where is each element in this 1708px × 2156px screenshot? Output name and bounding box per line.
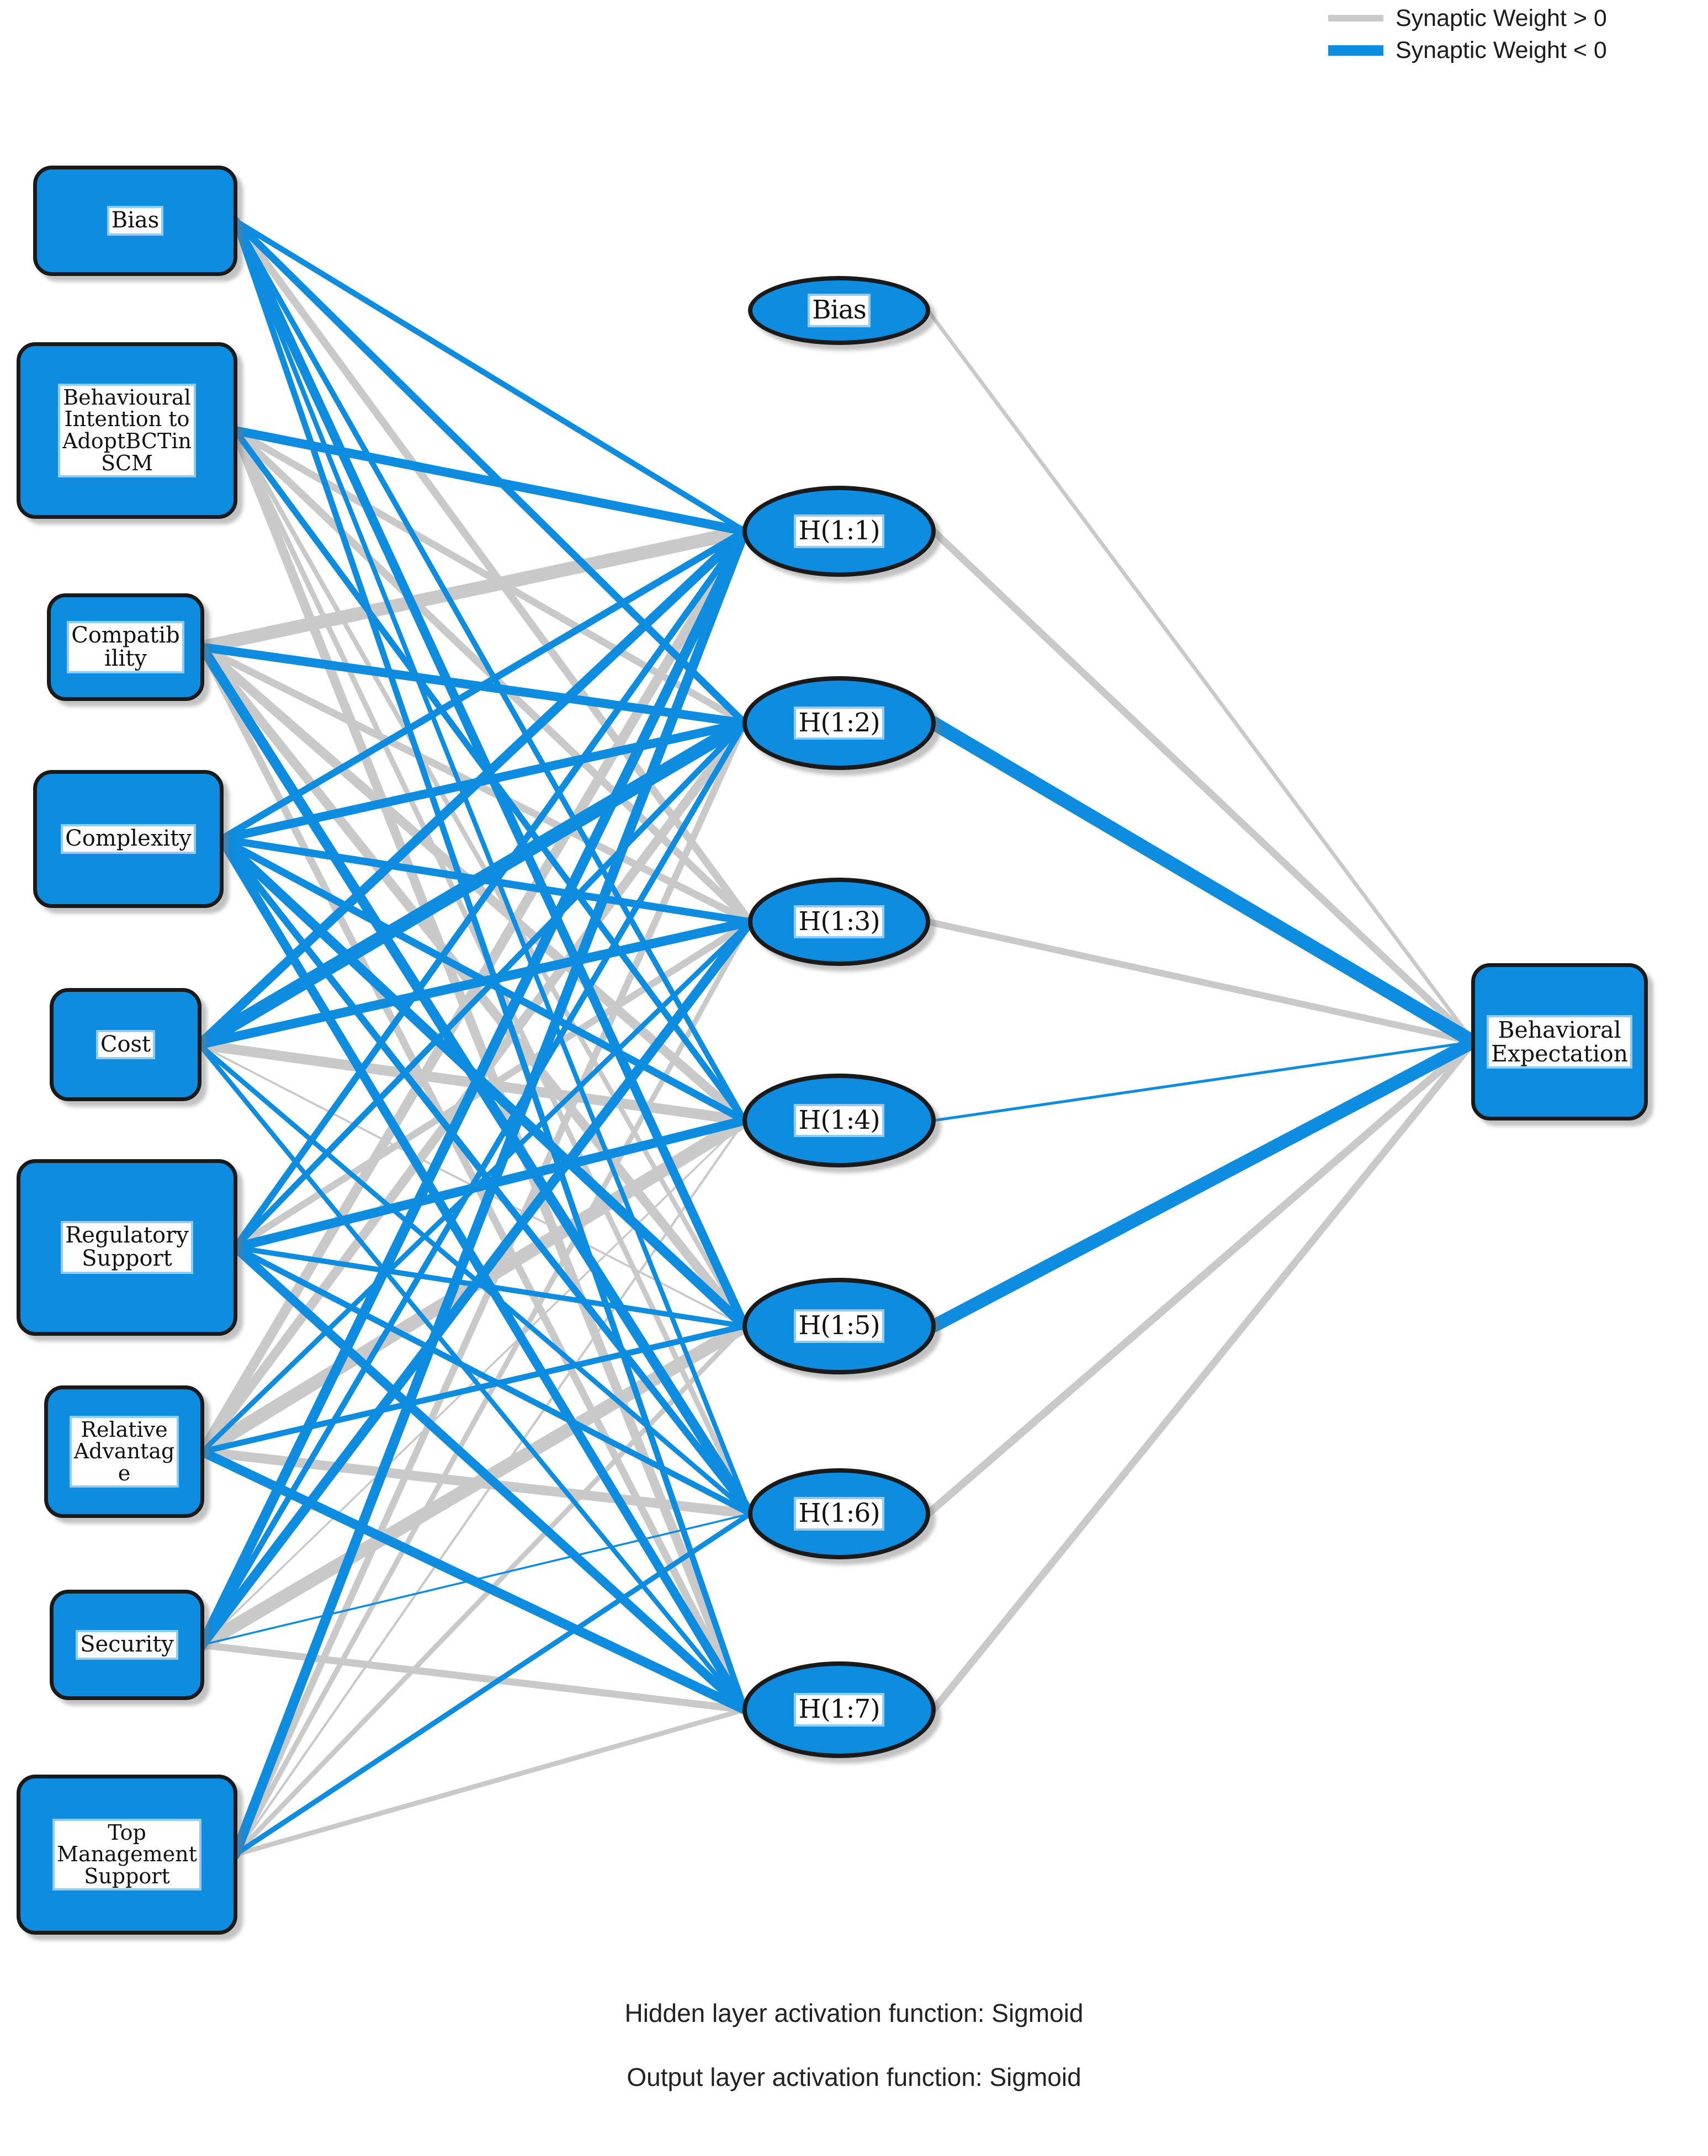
hidden-node-h4[interactable]: H(1:4) [742,1074,936,1167]
synapse-edge [930,528,1477,1045]
node-label: H(1:2) [796,708,882,738]
synapse-edge [232,218,747,1123]
synapse-edge [197,526,750,1650]
node-label: Cost [98,1032,153,1058]
node-label: H(1:6) [796,1499,882,1528]
synapse-edge [932,1040,1475,1122]
synapse-edge [926,716,1481,1049]
legend-item-negative: Synaptic Weight < 0 [1328,34,1704,66]
node-label: H(1:1) [796,517,882,546]
hidden-node-h6[interactable]: H(1:6) [748,1468,930,1559]
synapse-edge [216,834,750,1331]
activation-function-notes: Hidden layer activation function: Sigmoi… [0,1998,1708,2126]
hidden-node-h1[interactable]: H(1:1) [742,486,936,577]
hidden-activation-note: Hidden layer activation function: Sigmoi… [624,1999,1084,2027]
synapse-edge [194,917,755,1049]
legend-item-positive: Synaptic Weight > 0 [1328,2,1704,34]
synapse-edge [925,918,1477,1045]
synapse-edge [924,1038,1477,1518]
synapse-edge [194,527,750,1049]
synapse-edge [232,528,748,1251]
synapse-edge [231,217,749,727]
node-label: Bias [810,296,868,325]
synapse-edge [199,1323,748,1455]
legend-label-negative: Synaptic Weight < 0 [1396,36,1607,63]
synapse-edge [232,720,748,1251]
synapse-edge [230,426,750,536]
hidden-node-h2[interactable]: H(1:2) [742,676,936,770]
synapse-edge [197,1042,747,1712]
node-label: H(1:3) [796,907,882,937]
input-node-in-bias[interactable]: Bias [33,166,237,276]
synapse-edge [232,1245,747,1329]
synapse-edge [232,1707,747,1857]
legend-label-positive: Synaptic Weight > 0 [1396,4,1607,31]
synapse-edge [232,217,748,534]
synapse-edge [198,1641,749,1713]
synapse-edge [230,526,750,1860]
node-label: H(1:7) [796,1695,882,1724]
input-node-in-security[interactable]: Security [50,1590,204,1700]
hidden-node-h-bias[interactable]: Bias [748,276,930,345]
synapse-edge [195,524,752,654]
synapse-edge [201,1512,751,1646]
input-node-in-complexity[interactable]: Complexity [33,770,224,908]
legend-swatch-negative [1328,45,1383,56]
hidden-node-h5[interactable]: H(1:5) [742,1278,936,1374]
synapse-edge [199,919,753,1454]
synapse-edge [927,1035,1480,1333]
node-label: H(1:5) [796,1311,882,1341]
synapse-edge [197,917,755,1650]
node-label: Bias [109,208,162,233]
synapse-edge [926,309,1476,1044]
output-activation-note: Output layer activation function: Sigmoi… [627,2063,1081,2091]
hidden-node-h7[interactable]: H(1:7) [742,1661,936,1758]
synapse-edge [232,217,748,1713]
input-node-in-cost[interactable]: Cost [50,988,201,1101]
node-label: H(1:4) [796,1106,882,1135]
synapse-edge [199,720,748,1648]
node-label: Security [78,1632,176,1658]
legend: Synaptic Weight > 0 Synaptic Weight < 0 [1328,2,1704,66]
synapse-edge [232,1244,754,1517]
synapse-edge [195,1319,752,1652]
synapse-edge [201,1119,746,1646]
legend-swatch-positive [1328,15,1383,22]
synapse-edge [232,1511,753,1857]
synapse-edge [218,528,749,843]
hidden-node-h3[interactable]: H(1:3) [748,878,930,966]
synapse-edge [230,1242,750,1714]
node-label: Complexity [63,826,194,852]
synapse-edge [930,1038,1477,1713]
